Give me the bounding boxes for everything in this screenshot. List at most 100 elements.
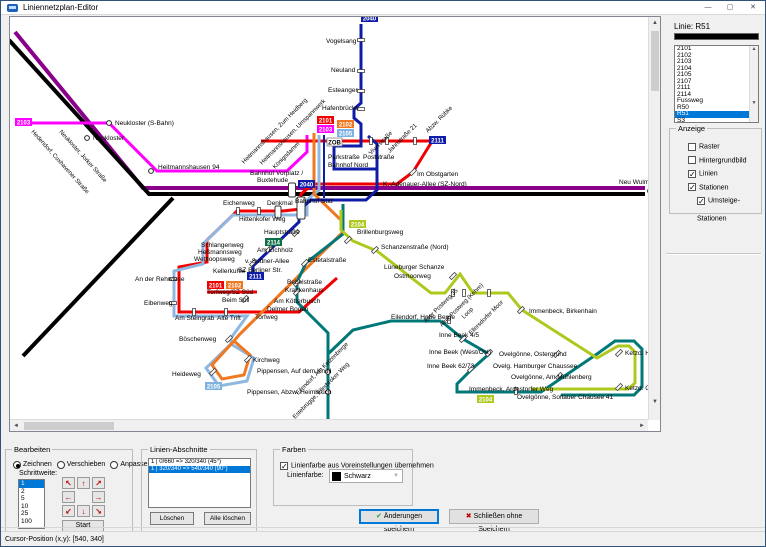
line-list-item[interactable]: R50 xyxy=(677,103,689,111)
line-color-dropdown[interactable]: Schwarz ▼ xyxy=(329,469,403,483)
dropdown-value: Schwarz xyxy=(344,473,371,480)
line-number-chip[interactable] xyxy=(349,220,366,228)
scroll-left-icon[interactable]: ◄ xyxy=(13,423,19,429)
nudge-arrow-button-0[interactable]: ↖ xyxy=(62,477,75,489)
minimize-button[interactable]: — xyxy=(704,4,712,11)
line-list-item[interactable]: 2111 xyxy=(677,84,691,91)
close-button[interactable]: ✕ xyxy=(750,4,756,11)
line-section-item[interactable]: 1 | 320/340 => 540/340 (90°) xyxy=(149,466,250,473)
mode-radio-zeichnen[interactable] xyxy=(13,460,21,469)
line-number-chip-label: 2101 xyxy=(319,118,333,124)
scroll-down-icon[interactable]: ▼ xyxy=(652,399,658,405)
line-list-item[interactable]: 2107 xyxy=(677,77,692,85)
transit-line xyxy=(440,319,644,397)
station-label: Ovelgönne, Soltauer Chausee 41 xyxy=(517,394,614,401)
close-without-saving-button[interactable]: ✖Schließen ohne Speichern xyxy=(449,509,539,533)
step-size-item[interactable]: 1 xyxy=(19,480,44,488)
checkbox-icon[interactable] xyxy=(688,142,696,151)
nudge-arrow-button-3[interactable]: ← xyxy=(62,491,75,503)
step-size-item[interactable]: 2 xyxy=(21,487,25,495)
anzeige-checkbox-raster[interactable]: Raster xyxy=(688,138,765,152)
line-number-chip[interactable] xyxy=(429,136,446,144)
nudge-arrow-button-2[interactable]: ↗ xyxy=(92,477,105,489)
anzeige-checkbox-hintergrundbild[interactable]: Hintergrundbild xyxy=(688,152,765,166)
station-label: Torfweg/SZ Süd xyxy=(207,289,254,296)
line-list-item[interactable]: 2102 xyxy=(677,51,692,59)
line-number-chip[interactable] xyxy=(337,120,354,128)
line-number-chip[interactable] xyxy=(317,125,334,133)
line-number-chip[interactable] xyxy=(477,395,494,403)
line-list-item[interactable]: 2114 xyxy=(677,90,691,98)
nudge-arrow-button-4[interactable]: → xyxy=(92,491,105,503)
map-horizontal-scrollbar[interactable]: ◄ ► xyxy=(10,419,648,431)
line-number-chip[interactable] xyxy=(298,180,315,188)
station-label: Eilendorf, Hohe Berge xyxy=(391,314,455,321)
delete-section-button[interactable]: Löschen xyxy=(150,512,194,525)
step-size-item[interactable]: 25 xyxy=(21,510,29,517)
checkbox-label: Hintergrundbild xyxy=(699,156,747,164)
anzeige-checkbox-linien[interactable]: ✓Linien xyxy=(688,165,765,179)
step-size-item[interactable]: 5 xyxy=(21,495,25,502)
line-number-chip[interactable] xyxy=(361,17,378,22)
station-label: Heitmannshausen 94 xyxy=(158,164,220,171)
map-vertical-scrollbar[interactable]: ▲ ▼ xyxy=(648,17,660,420)
checkbox-icon[interactable]: ✓ xyxy=(697,196,705,206)
station-label: Delmer Bogen xyxy=(267,306,309,313)
nudge-arrow-button-5[interactable]: ↙ xyxy=(62,505,75,517)
line-number-chip[interactable] xyxy=(337,129,354,137)
maximize-button[interactable]: ▢ xyxy=(726,4,734,11)
checkbox-icon[interactable]: ✓ xyxy=(280,461,288,471)
line-list-item[interactable]: Fussweg xyxy=(677,97,704,104)
line-list-item[interactable]: R51 xyxy=(675,110,758,118)
interchange-marker xyxy=(296,196,306,220)
line-number-chip-label: 2103 xyxy=(17,120,31,126)
checkbox-icon[interactable]: ✓ xyxy=(688,183,696,193)
line-section-item[interactable]: 1 | 0/660 => 320/340 (45°) xyxy=(151,459,222,465)
line-list-item[interactable]: 2105 xyxy=(677,71,692,78)
delete-all-sections-button[interactable]: Alle löschen xyxy=(204,512,251,525)
mode-radio-verschieben[interactable] xyxy=(56,460,65,469)
scroll-up-icon[interactable]: ▲ xyxy=(652,20,658,26)
line-number-chip[interactable] xyxy=(317,116,334,124)
line-list-item[interactable]: 2104 xyxy=(677,64,692,72)
line-list-item[interactable]: 2101 xyxy=(677,45,692,52)
line-number-chip[interactable] xyxy=(247,272,264,280)
line-number-chip[interactable] xyxy=(15,118,32,126)
line-number-chip[interactable] xyxy=(265,238,282,246)
app-icon xyxy=(7,4,18,12)
scroll-right-icon[interactable]: ► xyxy=(639,423,645,429)
line-list-scrollbar[interactable]: ▲▼ xyxy=(749,46,758,122)
horizontal-scroll-thumb[interactable] xyxy=(24,422,114,430)
station-tick xyxy=(451,288,455,297)
checkbox-icon[interactable]: ✓ xyxy=(688,169,696,179)
step-size-item[interactable]: 10 xyxy=(21,502,29,510)
line-number-chip[interactable] xyxy=(326,137,343,147)
line-number-chip-label: 2103 xyxy=(319,127,333,133)
line-color-default-checkbox[interactable]: ✓Linienfarbe aus Voreinstellungen überne… xyxy=(280,457,434,475)
nudge-arrow-button-6[interactable]: ↓ xyxy=(77,505,90,517)
anzeige-checkbox-umsteige-stationen[interactable]: ✓Umsteige-Stationen xyxy=(688,192,765,222)
vertical-scroll-thumb[interactable] xyxy=(651,31,659,91)
station-tick xyxy=(554,371,564,381)
mode-radio-anpassen[interactable] xyxy=(110,460,119,469)
checkbox-icon[interactable] xyxy=(688,156,696,165)
transit-line xyxy=(339,210,637,391)
line-list-item[interactable]: 2103 xyxy=(677,58,692,65)
nudge-arrow-button-1[interactable]: ↑ xyxy=(77,477,90,489)
station-tick xyxy=(264,244,274,254)
nudge-arrow-button-7[interactable]: ↘ xyxy=(92,505,105,517)
line-number-chip[interactable] xyxy=(207,281,224,289)
line-list-item[interactable]: S3 xyxy=(677,116,685,123)
line-number-chip[interactable] xyxy=(226,281,243,289)
line-number-chip[interactable] xyxy=(205,382,222,390)
save-changes-button[interactable]: ✔Änderungen speichern xyxy=(359,509,439,533)
station-label: Kirchweg xyxy=(253,357,280,364)
line-sections-list[interactable]: 1 | 0/660 => 320/340 (45°)1 | 320/340 =>… xyxy=(148,458,251,508)
anzeige-checkbox-stationen[interactable]: ✓Stationen xyxy=(688,179,765,193)
step-size-item[interactable]: 100 xyxy=(21,517,32,525)
station-label: Hauptstraße xyxy=(264,229,300,236)
